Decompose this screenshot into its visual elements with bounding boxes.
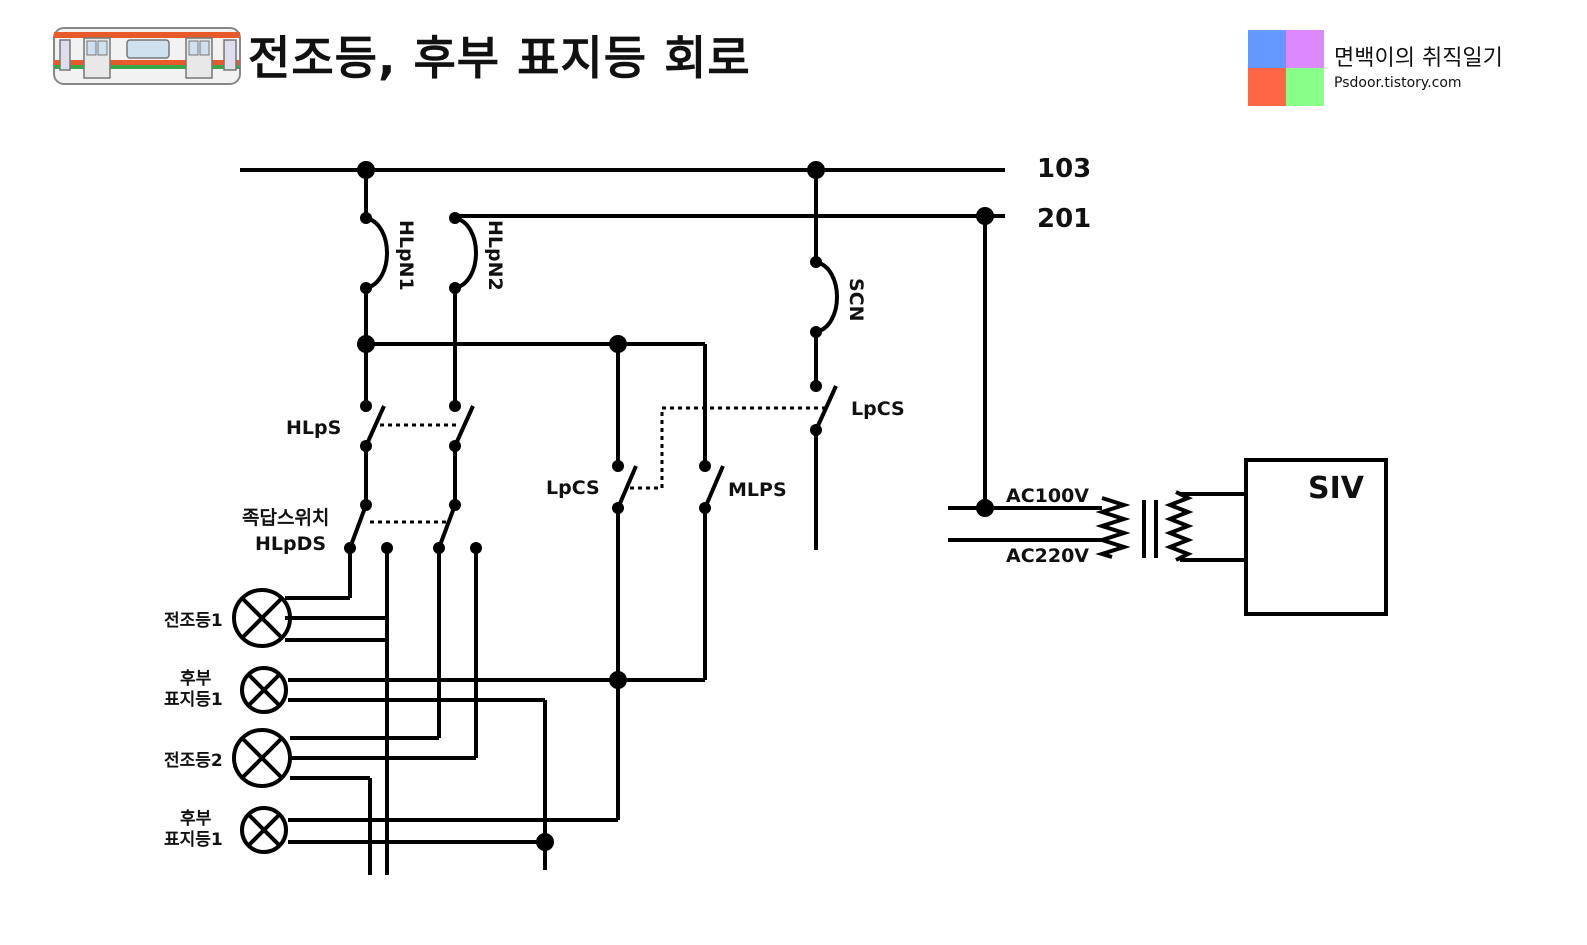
train-icon <box>53 27 241 85</box>
label-scn: SCN <box>845 278 867 322</box>
switch-lpcs-left <box>616 465 638 509</box>
breaker-scn <box>815 260 839 334</box>
label-ac220: AC220V <box>1006 545 1089 567</box>
switch-hlpds-left <box>348 504 368 549</box>
switch-hlpds-right <box>437 504 457 549</box>
logo-square-green <box>1286 68 1324 106</box>
label-tail1-top: 후부 <box>180 668 212 689</box>
logo-square-orange <box>1248 68 1286 106</box>
logo-square-purple <box>1286 30 1324 68</box>
transformer-secondary <box>1164 490 1194 562</box>
siv-box <box>1244 458 1388 616</box>
interlock-lpcs <box>630 406 826 490</box>
label-mlps: MLPS <box>728 479 787 501</box>
label-headlamp2: 전조등2 <box>164 751 223 771</box>
label-headlamp1: 전조등1 <box>164 611 223 631</box>
label-103: 103 <box>1037 154 1091 184</box>
page-title: 전조등, 후부 표지등 회로 <box>248 31 751 85</box>
breaker-hlpn2 <box>454 216 478 290</box>
label-201: 201 <box>1037 204 1091 234</box>
lamp-tail1 <box>240 666 288 714</box>
lamp-headlamp2 <box>232 728 292 788</box>
label-hlpds: HLpDS <box>255 533 326 555</box>
breaker-hlpn1 <box>365 216 389 290</box>
lamp-headlamp1 <box>232 588 292 648</box>
transformer-primary <box>1095 496 1131 559</box>
label-tail1-bottom: 표지등1 <box>164 690 223 710</box>
label-hlpn1: HLpN1 <box>395 220 417 291</box>
switch-mlps <box>703 465 725 509</box>
blog-name: 면백이의 취직일기 <box>1334 46 1503 71</box>
label-lpcs-right: LpCS <box>851 398 905 420</box>
label-tail2-top: 후부 <box>180 808 212 829</box>
label-hlpn2: HLpN2 <box>484 220 506 291</box>
logo-icon <box>1248 30 1324 106</box>
label-siv: SIV <box>1308 471 1365 506</box>
logo-square-blue <box>1248 30 1286 68</box>
label-hlps: HLpS <box>286 417 341 439</box>
label-lpcs-left: LpCS <box>546 477 600 499</box>
label-tail2-bottom: 표지등1 <box>164 830 223 850</box>
switch-hlps-left <box>364 405 386 447</box>
label-ac100: AC100V <box>1006 485 1089 507</box>
switch-hlps-right <box>453 405 475 447</box>
blog-url: Psdoor.tistory.com <box>1334 75 1462 91</box>
label-dimmer-kor: 족답스위치 <box>242 507 329 529</box>
lamp-tail2 <box>240 806 288 854</box>
